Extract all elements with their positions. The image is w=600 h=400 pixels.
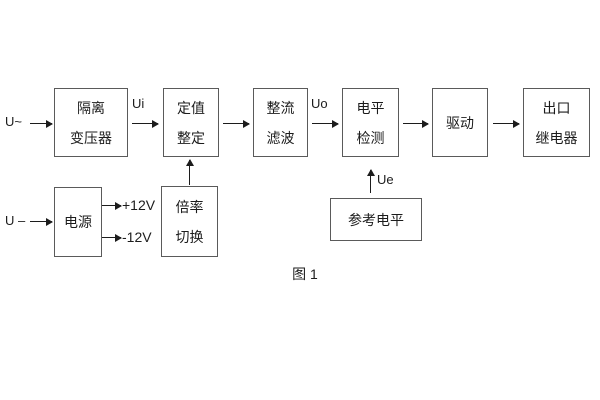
block-label-line: 继电器	[535, 129, 578, 146]
block-level-detect: 电平 检测	[342, 88, 399, 157]
arrow-ac-input	[30, 119, 53, 128]
arrow-minus12v	[102, 233, 122, 242]
label-input-ac: U~	[5, 114, 22, 129]
block-label-line: 变压器	[70, 129, 112, 146]
block-label-line: 出口	[542, 99, 571, 116]
arrow-level-to-driver	[403, 119, 429, 128]
block-label-line: 检测	[356, 129, 385, 146]
label-rail-minus12v: -12V	[122, 229, 152, 245]
arrow-dc-input	[30, 217, 53, 226]
label-signal-ui: Ui	[132, 96, 145, 111]
block-label-line: 隔离	[77, 99, 105, 116]
arrow-plus12v	[102, 201, 122, 210]
label-rail-plus12v: +12V	[122, 197, 156, 213]
arrow-driver-to-relay	[493, 119, 520, 128]
label-input-dc: U –	[5, 213, 26, 228]
block-label-line: 滤波	[266, 129, 295, 146]
block-label-line: 参考电平	[348, 211, 404, 228]
label-signal-uo: Uo	[311, 96, 328, 111]
block-label-line: 驱动	[446, 114, 474, 131]
block-reference-level: 参考电平	[330, 198, 422, 241]
block-power-supply: 电源	[54, 187, 102, 257]
label-signal-ue: Ue	[377, 172, 394, 187]
figure-caption: 图 1	[292, 266, 318, 282]
arrow-setpoint-to-rectifier	[223, 119, 250, 128]
arrow-ui	[132, 119, 159, 128]
block-label-line: 切换	[175, 228, 204, 245]
block-label-line: 电源	[64, 214, 92, 230]
block-driver: 驱动	[432, 88, 488, 157]
block-label-line: 电平	[356, 99, 385, 116]
arrow-uo	[312, 119, 339, 128]
block-label-line: 整定	[177, 129, 205, 146]
block-isolation-transformer: 隔离 变压器	[54, 88, 128, 157]
arrow-ue-to-level-detect	[366, 169, 375, 193]
block-setpoint-adjust: 定值 整定	[163, 88, 219, 157]
block-label-line: 倍率	[175, 198, 204, 215]
block-label-line: 整流	[266, 99, 295, 116]
block-multiplier-switch: 倍率 切换	[161, 186, 218, 257]
block-output-relay: 出口 继电器	[523, 88, 590, 157]
arrow-multiplier-to-setpoint	[185, 159, 194, 185]
block-label-line: 定值	[177, 99, 205, 116]
block-rectifier-filter: 整流 滤波	[253, 88, 308, 157]
